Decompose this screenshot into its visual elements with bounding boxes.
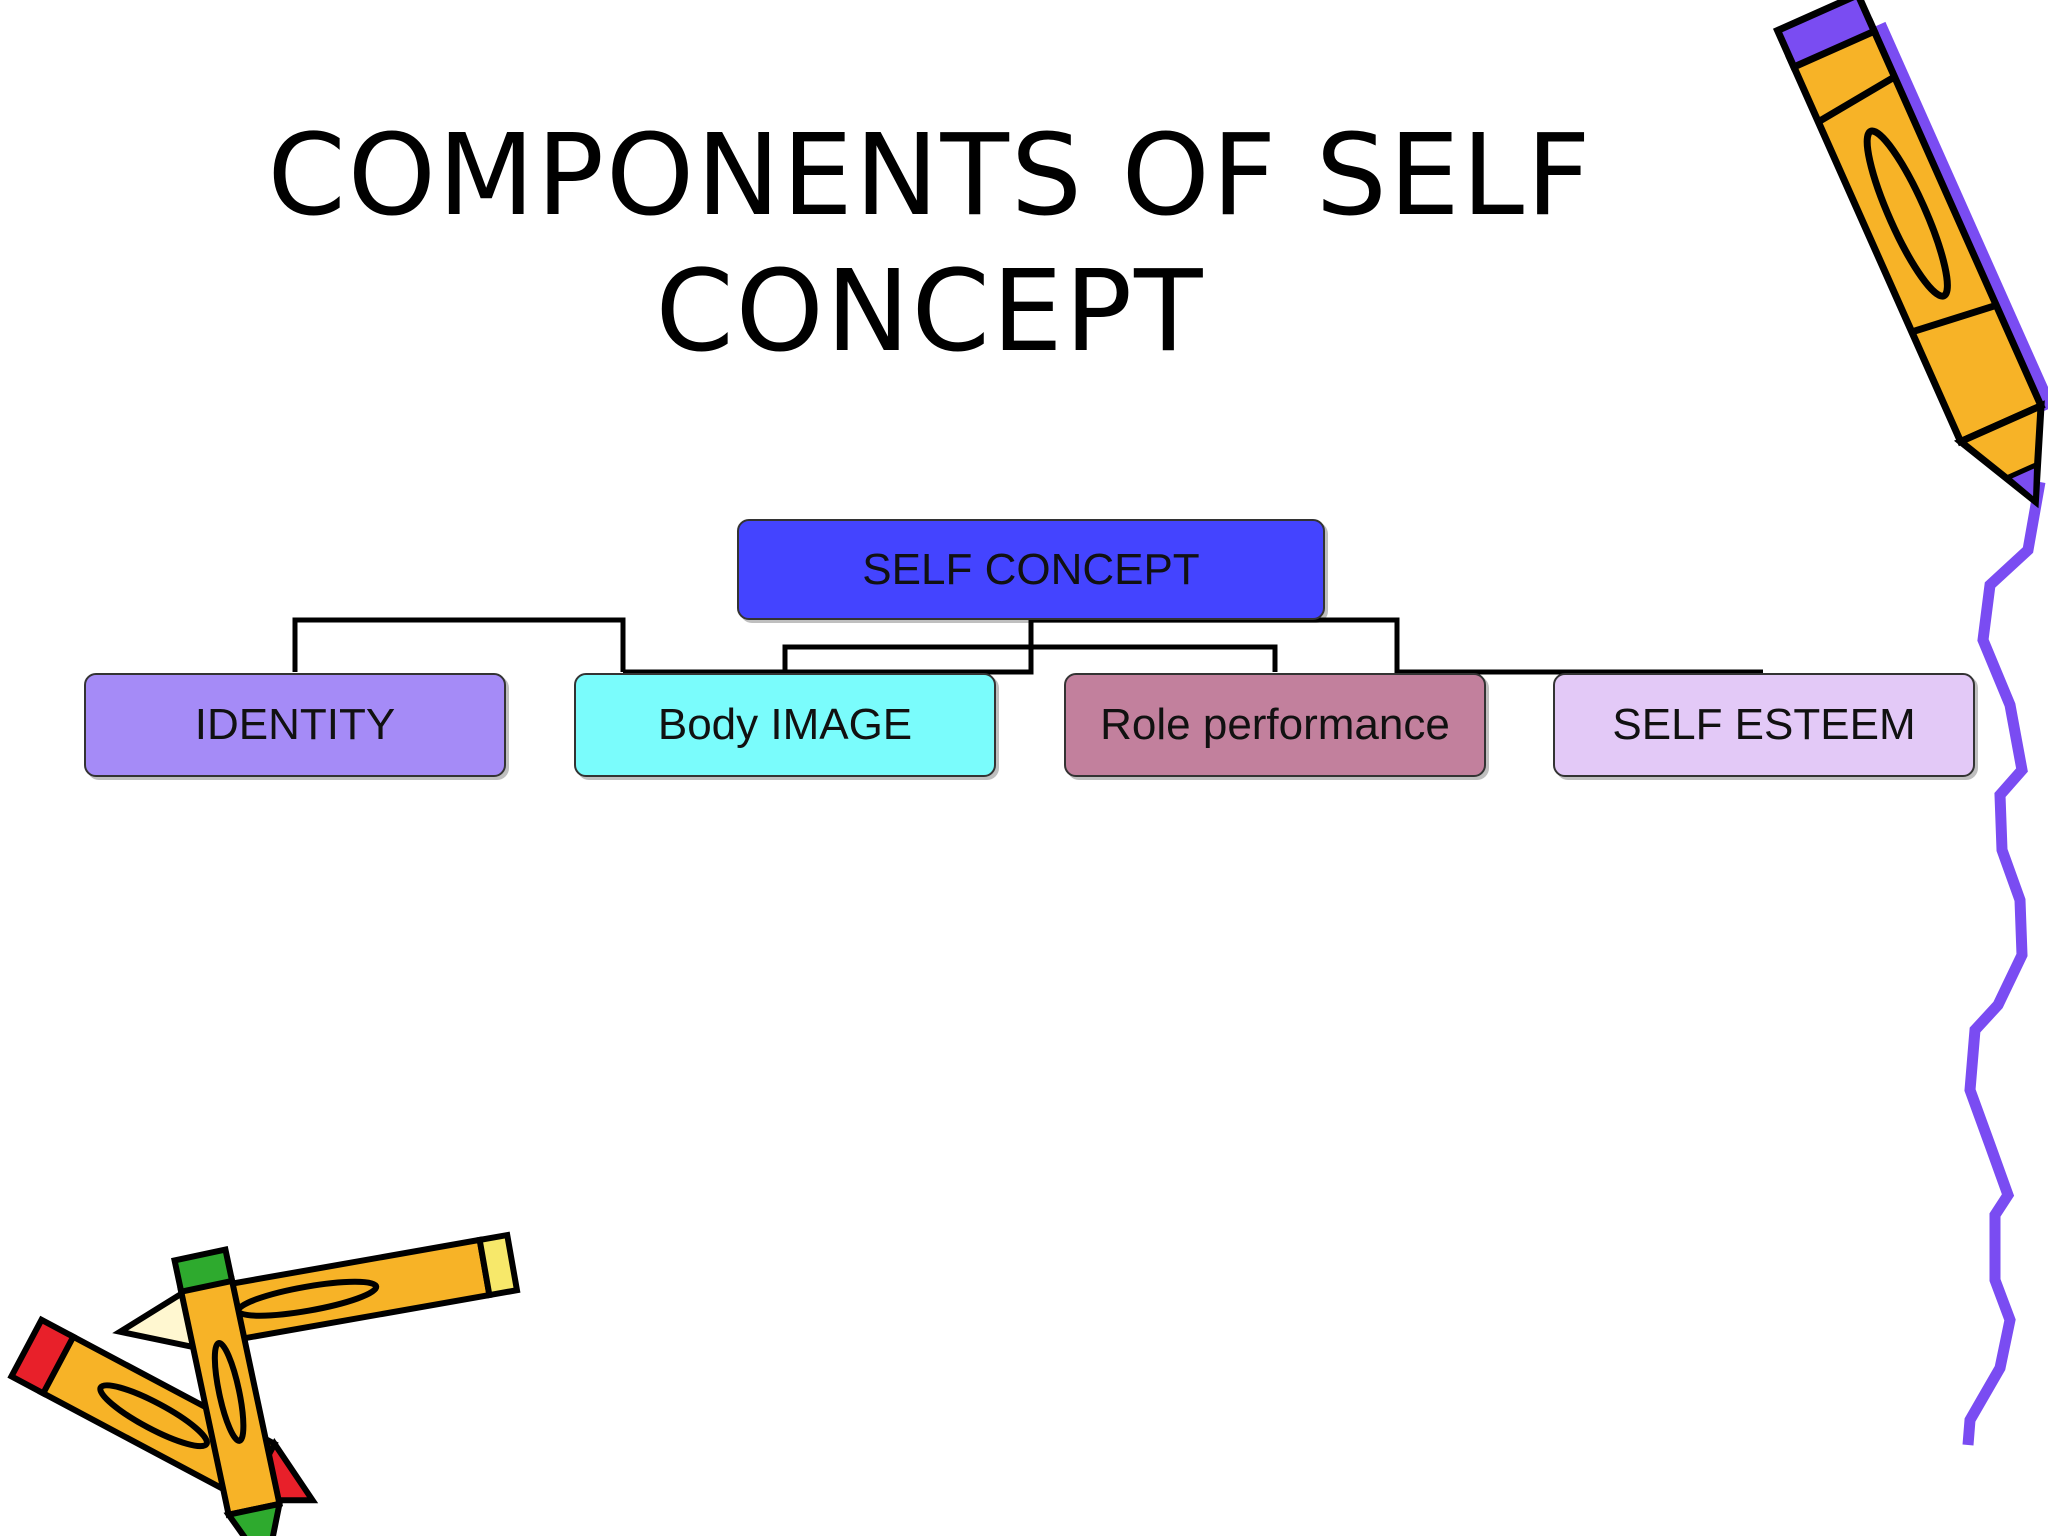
connector-esteem xyxy=(1031,617,1763,675)
node-role-performance-label: Role performance xyxy=(1100,700,1450,749)
node-self-esteem: SELF ESTEEM xyxy=(1553,673,1975,777)
node-role-performance: Role performance xyxy=(1064,673,1486,777)
node-self-esteem-label: SELF ESTEEM xyxy=(1612,700,1916,749)
node-self-concept-label: SELF CONCEPT xyxy=(862,544,1200,594)
node-self-concept: SELF CONCEPT xyxy=(737,519,1325,620)
title-line-2: CONCEPT xyxy=(655,247,1205,377)
title-line-1: COMPONENTS OF SELF xyxy=(267,111,1593,241)
slide-title: COMPONENTS OF SELF CONCEPT xyxy=(180,108,1680,380)
node-body-image-label: Body IMAGE xyxy=(657,700,913,749)
node-identity: IDENTITY xyxy=(84,673,506,777)
node-body-image: Body IMAGE xyxy=(574,673,996,777)
connector-role xyxy=(1031,644,1278,672)
node-identity-label: IDENTITY xyxy=(194,700,396,749)
connector-root-down xyxy=(782,620,1034,672)
connector-identity xyxy=(292,617,626,672)
